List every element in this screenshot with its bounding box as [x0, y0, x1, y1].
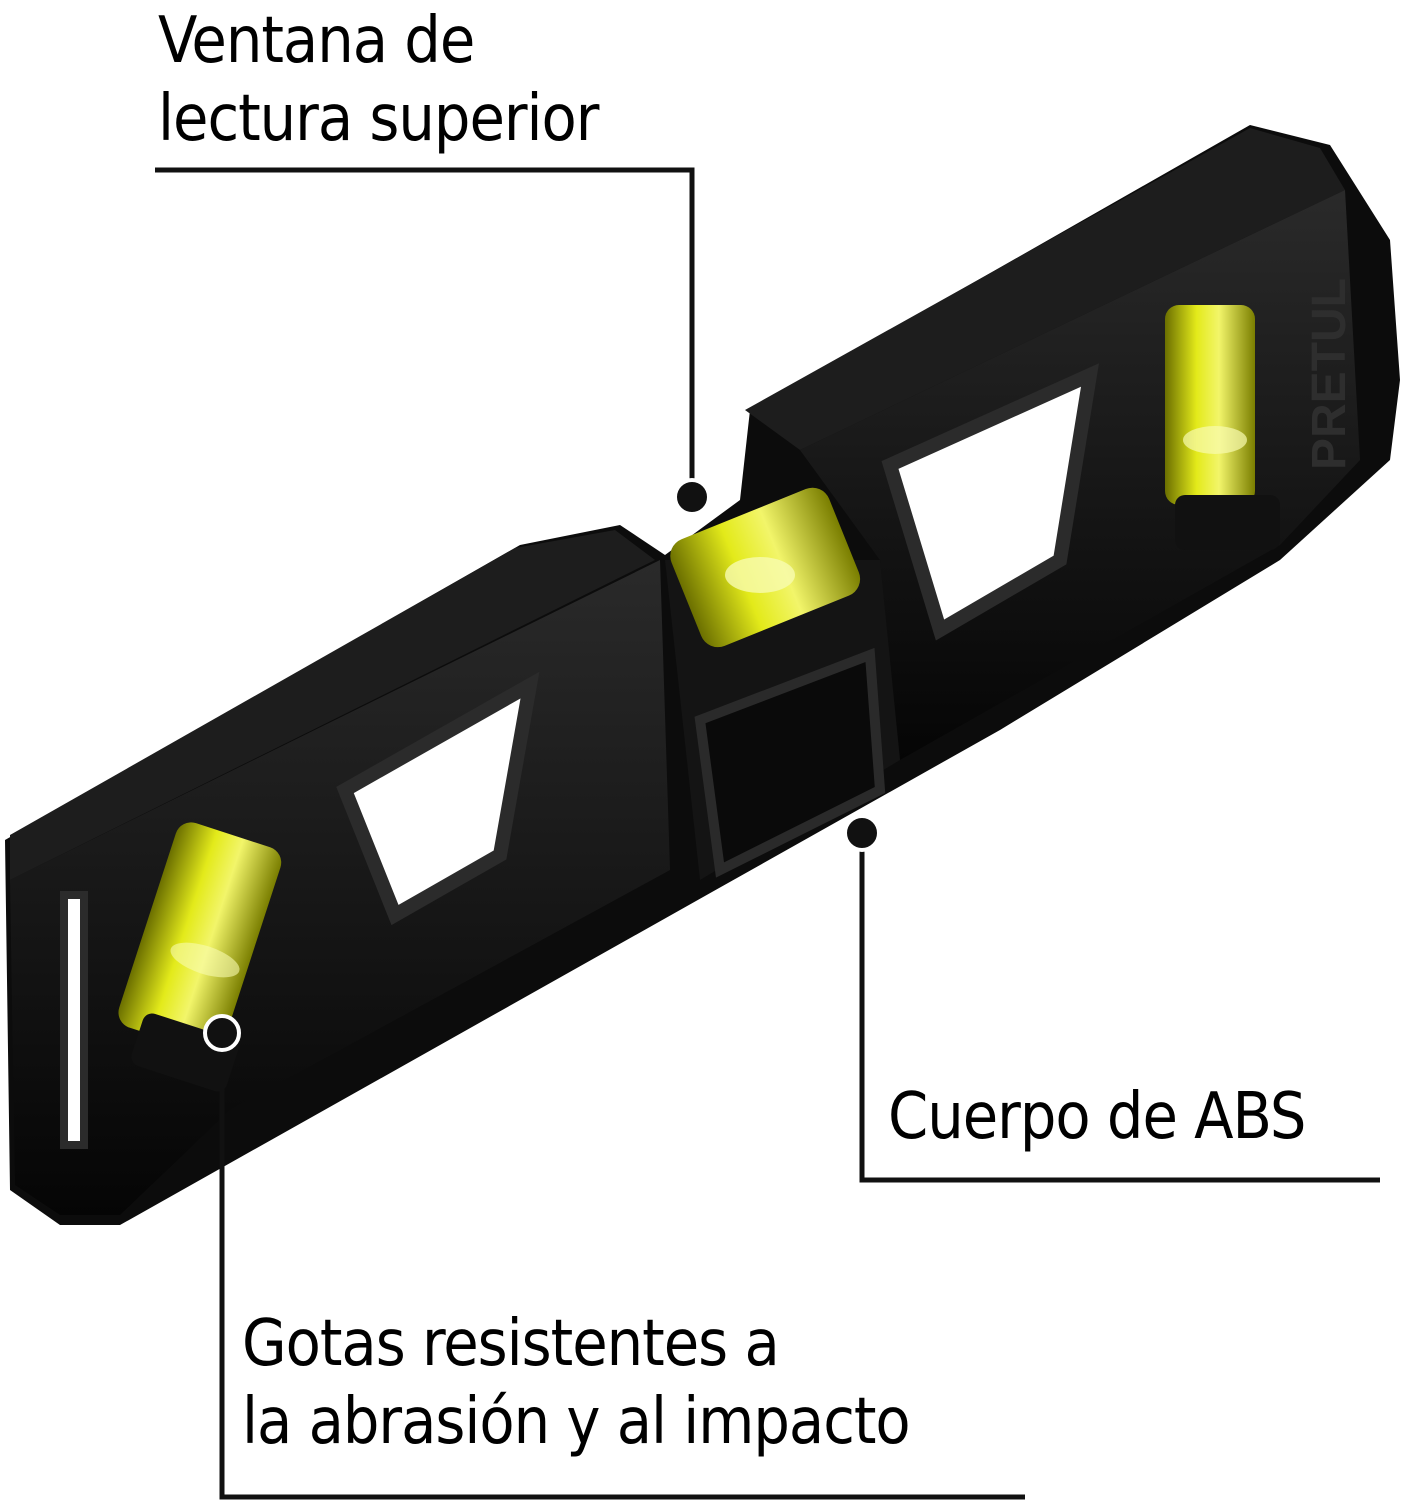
left-top-rail	[10, 530, 655, 880]
left-window-cutout	[336, 671, 540, 926]
center-lower-cutout	[694, 647, 886, 878]
leader-top-window	[155, 167, 695, 493]
callout-vials: Gotas resistentes a la abrasión y al imp…	[242, 1305, 911, 1461]
dot-vials	[203, 1014, 241, 1052]
callout-vials-line2: la abrasión y al impacto	[242, 1385, 911, 1460]
right-top-rail	[745, 128, 1345, 450]
right-vial	[1165, 305, 1280, 550]
right-window-cutout	[881, 363, 1099, 641]
callout-top-window-line2: lectura superior	[158, 82, 599, 157]
callout-top-window-line1: Ventana de	[158, 4, 475, 78]
dot-top-window	[673, 478, 711, 516]
left-end-slot	[60, 891, 88, 1149]
callout-top-window: Ventana de lectura superior	[158, 2, 599, 158]
leader-vials	[219, 1033, 1025, 1500]
leader-body	[859, 833, 1380, 1183]
callout-vials-line1: Gotas resistentes a	[242, 1307, 780, 1381]
dot-body	[843, 814, 881, 852]
top-vial	[670, 487, 861, 648]
leader-lines	[155, 167, 1380, 1500]
callout-body-line1: Cuerpo de ABS	[888, 1080, 1306, 1154]
brand-label: PRETUL	[1303, 278, 1356, 470]
callout-body: Cuerpo de ABS	[888, 1078, 1306, 1156]
leader-dots	[203, 478, 881, 1052]
